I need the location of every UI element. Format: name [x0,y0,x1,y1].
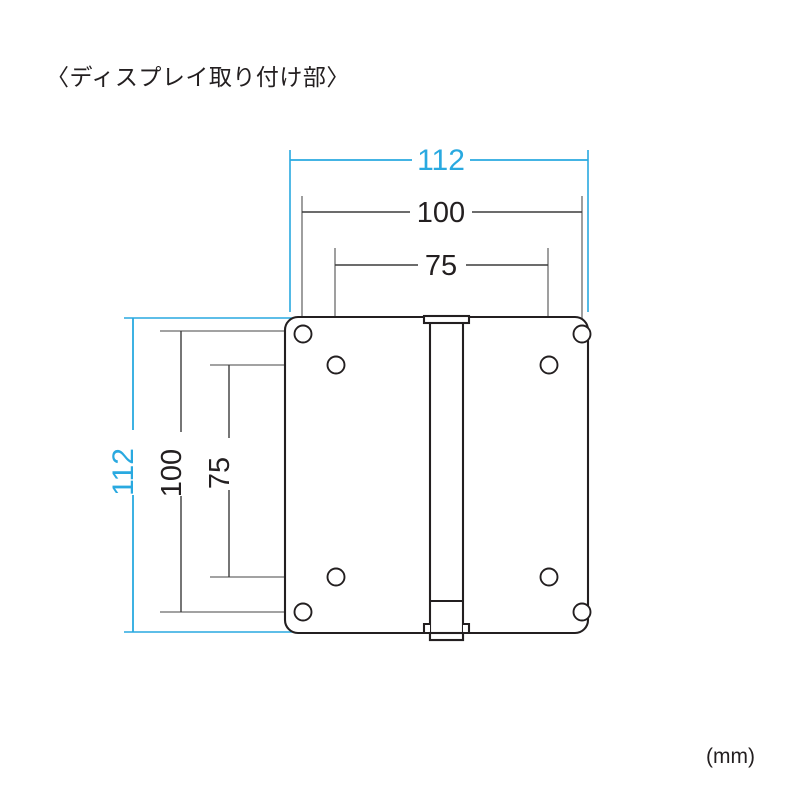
center-post-notch-right [463,622,471,635]
inner-hole-bottom-right [539,567,559,587]
dimension-value-112-h: 112 [417,144,465,177]
corner-hole-top-right [572,324,592,344]
dimension-value-100-h: 100 [417,197,465,229]
center-post-body [428,315,465,642]
mounting-plate [283,314,592,642]
inner-hole-bottom-left [326,567,346,587]
corner-hole-top-left [293,324,313,344]
unit-label: (mm) [706,745,755,768]
center-post-foot [428,631,465,642]
dimension-value-75-v: 75 [204,457,236,489]
center-post-top-cap [422,314,471,325]
dimension-value-112-v: 112 [107,448,140,496]
center-post [422,314,471,642]
dimension-horizontal-100: 100 [301,196,583,340]
dimension-vertical-75: 75 [204,364,338,578]
dimension-value-75-h: 75 [425,250,457,282]
dimension-value-100-v: 100 [156,449,188,497]
corner-hole-bottom-right [572,602,592,622]
dimension-vertical-112: 112 [107,317,292,633]
corner-hole-bottom-left [293,602,313,622]
dimension-vertical-100: 100 [156,330,305,613]
inner-hole-top-left [326,355,346,375]
page-title: 〈ディスプレイ取り付け部〉 [46,65,350,91]
inner-hole-top-right [539,355,559,375]
center-post-notch-left [422,622,430,635]
dimension-horizontal-112: 112 [289,144,589,312]
